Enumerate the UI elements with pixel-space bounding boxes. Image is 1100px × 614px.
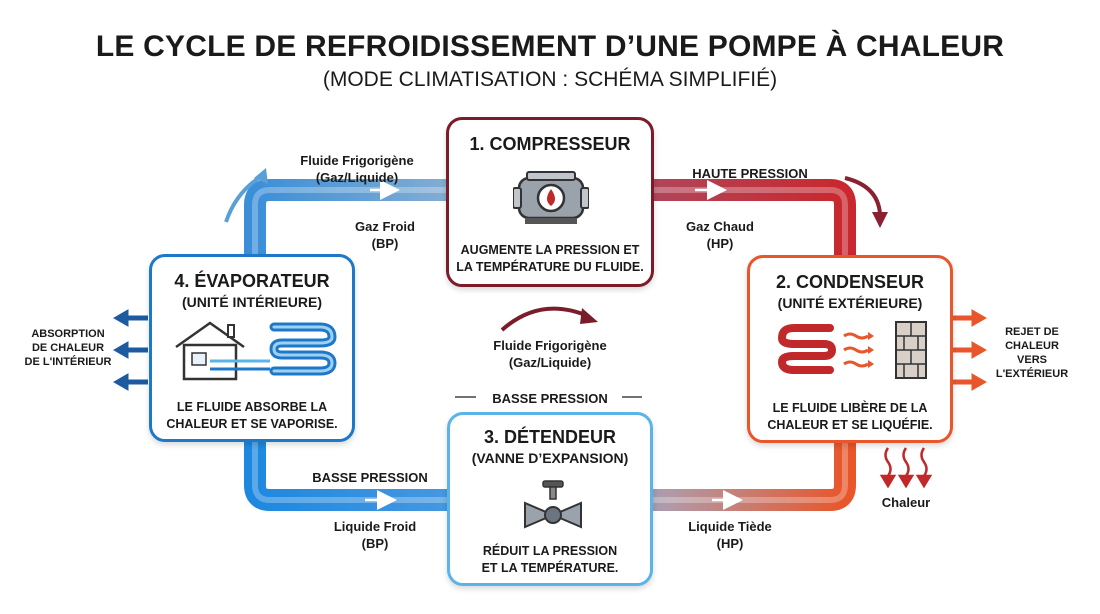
curved-arrow-red-head (872, 212, 888, 228)
evaporator-house-coil-icon (175, 321, 337, 381)
absorption-arrows (112, 309, 148, 391)
label-gas-hot: Gaz Chaud (HP) (686, 219, 754, 251)
label-low-pressure-center: BASSE PRESSION (492, 391, 608, 406)
curved-arrow-red (844, 176, 882, 215)
label-liquid-warm: Liquide Tiède (HP) (688, 519, 772, 551)
expansion-box: 3. DÉTENDEUR (VANNE D’EXPANSION) RÉDUIT … (447, 412, 653, 586)
label-high-pressure: HAUTE PRESSION (692, 166, 808, 181)
compressor-title: 1. COMPRESSEUR (469, 134, 631, 154)
curved-arrow-center-head (580, 308, 598, 324)
curved-arrow-blue-head (254, 168, 268, 184)
diagram-subtitle: (MODE CLIMATISATION : SCHÉMA SIMPLIFIÉ) (322, 68, 778, 91)
compressor-icon (513, 171, 589, 224)
label-reject: REJET DE CHALEUR VERS L'EXTÉRIEUR (995, 326, 1069, 380)
valve-icon (524, 480, 582, 529)
heat-wavy-arrows (879, 447, 933, 489)
condenser-title: 2. CONDENSEUR (775, 272, 925, 292)
diagram-title: LE CYCLE DE REFROIDISSEMENT D’UNE POMPE … (95, 30, 1005, 63)
expansion-title: 3. DÉTENDEUR (483, 427, 617, 447)
evaporator-sub: (UNITÉ INTÉRIEURE) (182, 294, 322, 310)
expansion-sub: (VANNE D’EXPANSION) (471, 450, 629, 466)
rejection-arrows (952, 309, 988, 391)
evaporator-title: 4. ÉVAPORATEUR (174, 271, 330, 291)
condenser-box: 2. CONDENSEUR (UNITÉ EXTÉRIEURE) LE FLUI… (747, 255, 953, 443)
evaporator-box: 4. ÉVAPORATEUR (UNITÉ INTÉRIEURE) LE FLU… (149, 254, 355, 442)
condenser-desc: LE FLUIDE LIBÈRE DE LA CHALEUR ET SE LIQ… (767, 401, 933, 432)
label-gas-cold: Gaz Froid (BP) (355, 219, 415, 251)
evaporator-desc: LE FLUIDE ABSORBE LA CHALEUR ET SE VAPOR… (166, 400, 338, 431)
compressor-desc: AUGMENTE LA PRESSION ET LA TEMPÉRATURE D… (456, 243, 644, 274)
label-low-pressure-left: BASSE PRESSION (312, 470, 428, 485)
curved-arrow-center (500, 306, 589, 332)
label-fluid-center: Fluide Frigorigène (Gaz/Liquide) (493, 338, 607, 370)
label-fluid-top: Fluide Frigorigène (Gaz/Liquide) (300, 153, 414, 185)
label-absorption: ABSORPTION DE CHALEUR DE L'INTÉRIEUR (24, 328, 112, 368)
label-heat: Chaleur (881, 495, 931, 510)
label-liquid-cold: Liquide Froid (BP) (333, 519, 417, 551)
expansion-desc: RÉDUIT LA PRESSION ET LA TEMPÉRATURE. (481, 544, 619, 575)
condenser-sub: (UNITÉ EXTÉRIEURE) (777, 295, 923, 311)
compressor-box: 1. COMPRESSEUR AUGMENTE LA PRESSION ET L… (446, 117, 654, 287)
condenser-coil-icon (777, 321, 927, 379)
